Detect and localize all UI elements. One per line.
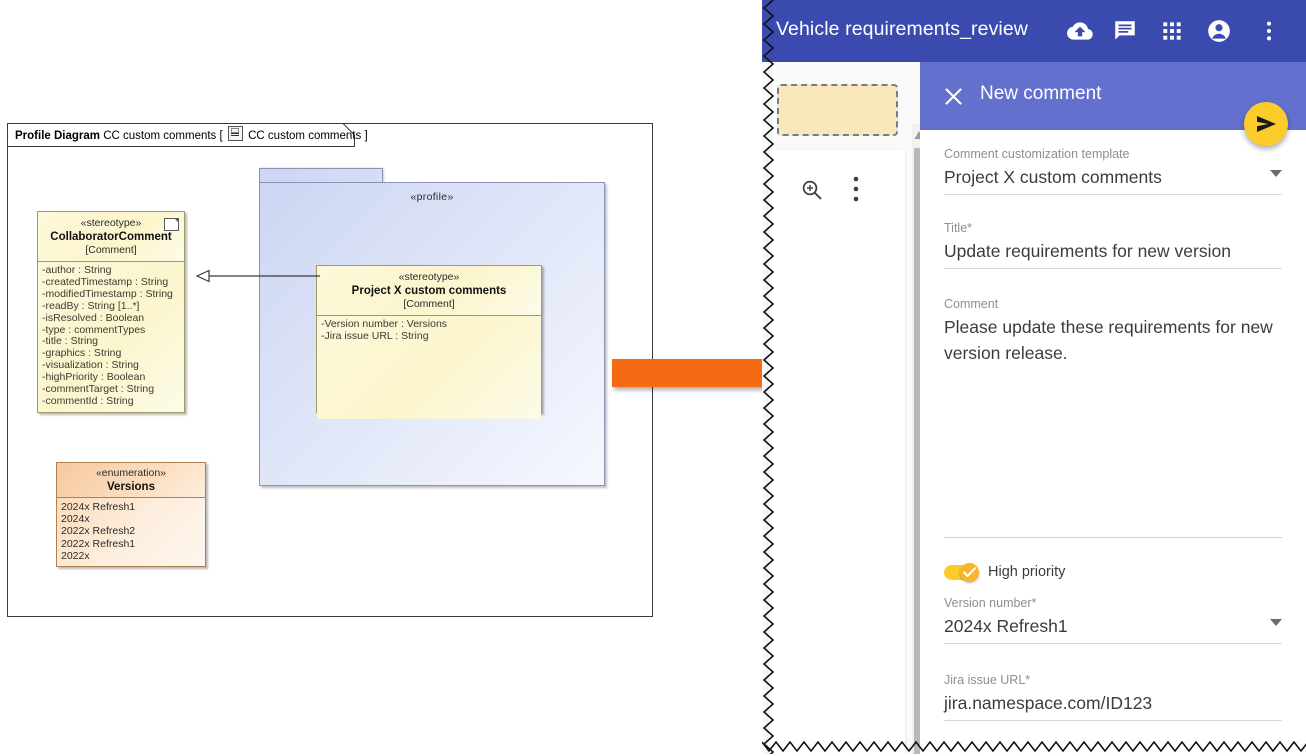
more-vert-icon[interactable]	[1256, 18, 1282, 44]
field-underline	[944, 720, 1282, 721]
class-attribute-list: -author : String -createdTimestamp : Str…	[38, 261, 184, 412]
torn-edge-bottom	[762, 740, 1306, 753]
diagram-kind: Profile Diagram	[15, 130, 100, 142]
uml-enumeration-versions[interactable]: «enumeration» Versions 2024x Refresh1 20…	[56, 462, 206, 568]
attribute-row: -Version number : Versions	[321, 318, 448, 330]
class-header: «stereotype» CollaboratorComment [Commen…	[38, 212, 184, 261]
enumeration-literal-list: 2024x Refresh1 2024x 2022x Refresh2 2022…	[57, 497, 205, 567]
attribute-row: -createdTimestamp : String	[42, 275, 169, 288]
class-metaclass: [Comment]	[85, 244, 137, 256]
field-title[interactable]: Title* Update requirements for new versi…	[944, 220, 1282, 269]
enumeration-header: «enumeration» Versions	[57, 463, 205, 497]
high-priority-label: High priority	[988, 564, 1066, 580]
attribute-row: -author : String	[42, 264, 112, 276]
enumeration-stereotype: «enumeration»	[95, 467, 167, 479]
send-button[interactable]	[1244, 102, 1288, 146]
tab-shape	[7, 123, 355, 147]
diagram-name: CC custom comments	[103, 130, 217, 142]
class-name: CollaboratorComment	[50, 231, 172, 243]
field-underline	[944, 194, 1282, 195]
enumeration-literal: 2022x	[61, 549, 90, 562]
field-comment-template[interactable]: Comment customization template Project X…	[944, 146, 1282, 195]
diagram-tab-label: Profile Diagram CC custom comments [ CC …	[15, 126, 368, 145]
attribute-row: -isResolved : Boolean	[42, 311, 145, 324]
attribute-row: -commentId : String	[42, 394, 134, 407]
field-value[interactable]: Update requirements for new version	[944, 241, 1231, 261]
class-stereotype: «stereotype»	[80, 217, 142, 229]
torn-edge-left	[762, 0, 775, 754]
attribute-row: -type : commentTypes	[42, 323, 146, 336]
more-vert-icon[interactable]	[853, 176, 859, 202]
class-stereotype: «stereotype»	[398, 271, 460, 283]
enumeration-name: Versions	[107, 481, 155, 493]
package-stereotype-label: «profile»	[410, 191, 454, 203]
generalization-connector[interactable]	[180, 266, 320, 286]
field-label: Title*	[944, 221, 973, 235]
field-value[interactable]: Project X custom comments	[944, 167, 1162, 187]
field-value[interactable]: jira.namespace.com/ID123	[944, 693, 1153, 713]
attribute-row: -readBy : String [1..*]	[42, 299, 140, 312]
class-metaclass: [Comment]	[403, 298, 455, 310]
high-priority-toggle[interactable]	[944, 563, 979, 582]
check-icon	[963, 567, 976, 578]
section-divider	[944, 537, 1282, 538]
attribute-row: -highPriority : Boolean	[42, 371, 146, 384]
enumeration-literal: 2024x	[61, 513, 90, 526]
chevron-down-icon[interactable]	[1270, 619, 1282, 626]
attribute-row: -Jira issue URL : String	[321, 329, 429, 342]
field-underline	[944, 268, 1282, 269]
field-version-number[interactable]: Version number* 2024x Refresh1	[944, 595, 1282, 644]
field-label: Version number*	[944, 596, 1037, 610]
field-value[interactable]: Please update these requirements for new…	[944, 317, 1273, 363]
app-title: Vehicle requirements_review	[776, 18, 1028, 40]
class-header: «stereotype» Project X custom comments […	[317, 266, 541, 315]
app-bar: Vehicle requirements_review	[762, 0, 1306, 62]
enumeration-literal: 2022x Refresh1	[61, 537, 136, 550]
toggle-knob	[960, 563, 979, 582]
attribute-row: -commentTarget : String	[42, 383, 155, 396]
attribute-row: -graphics : String	[42, 347, 122, 360]
document-scrollbar-thumb[interactable]	[914, 148, 924, 754]
field-label: Jira issue URL*	[944, 673, 1031, 687]
comments-icon[interactable]	[1112, 18, 1138, 44]
class-name: Project X custom comments	[351, 285, 507, 297]
enumeration-literal: 2022x Refresh2	[61, 525, 136, 538]
enumeration-literal: 2024x Refresh1	[61, 501, 136, 513]
web-app-window: Vehicle requirements_review	[762, 0, 1306, 754]
field-value[interactable]: 2024x Refresh1	[944, 616, 1068, 636]
profile-package-tab	[259, 168, 383, 183]
diagram-owner: CC custom comments	[248, 130, 362, 142]
field-comment[interactable]: Comment Please update these requirements…	[944, 296, 1282, 516]
class-attribute-list: -Version number : Versions -Jira issue U…	[317, 315, 541, 419]
account-icon[interactable]	[1206, 18, 1232, 44]
apps-grid-icon[interactable]	[1159, 18, 1185, 44]
zoom-in-icon[interactable]	[800, 178, 824, 202]
document-strip	[762, 62, 926, 754]
attribute-row: -modifiedTimestamp : String	[42, 287, 173, 300]
bracket-close: ]	[364, 130, 368, 142]
field-underline	[944, 643, 1282, 644]
uml-class-collaborator-comment[interactable]: «stereotype» CollaboratorComment [Commen…	[37, 211, 185, 413]
field-label: Comment	[944, 297, 999, 311]
chevron-down-icon[interactable]	[1270, 170, 1282, 177]
send-icon	[1257, 116, 1276, 132]
document-card	[768, 150, 905, 754]
field-label: Comment customization template	[944, 147, 1130, 161]
new-comment-panel: New comment Comment customization templa…	[920, 62, 1306, 754]
attribute-row: -visualization : String	[42, 359, 139, 372]
close-icon[interactable]	[944, 87, 963, 106]
field-jira-url[interactable]: Jira issue URL* jira.namespace.com/ID123	[944, 672, 1282, 721]
document-note-shape[interactable]	[777, 84, 898, 136]
bracket-open: [	[219, 130, 223, 142]
note-icon	[164, 218, 179, 231]
comment-panel-header: New comment	[920, 62, 1306, 130]
diagram-icon	[227, 126, 243, 141]
comment-panel-title: New comment	[980, 83, 1102, 104]
upload-icon[interactable]	[1067, 18, 1093, 44]
uml-class-project-x-custom-comments[interactable]: «stereotype» Project X custom comments […	[316, 265, 542, 419]
attribute-row: -title : String	[42, 335, 99, 348]
